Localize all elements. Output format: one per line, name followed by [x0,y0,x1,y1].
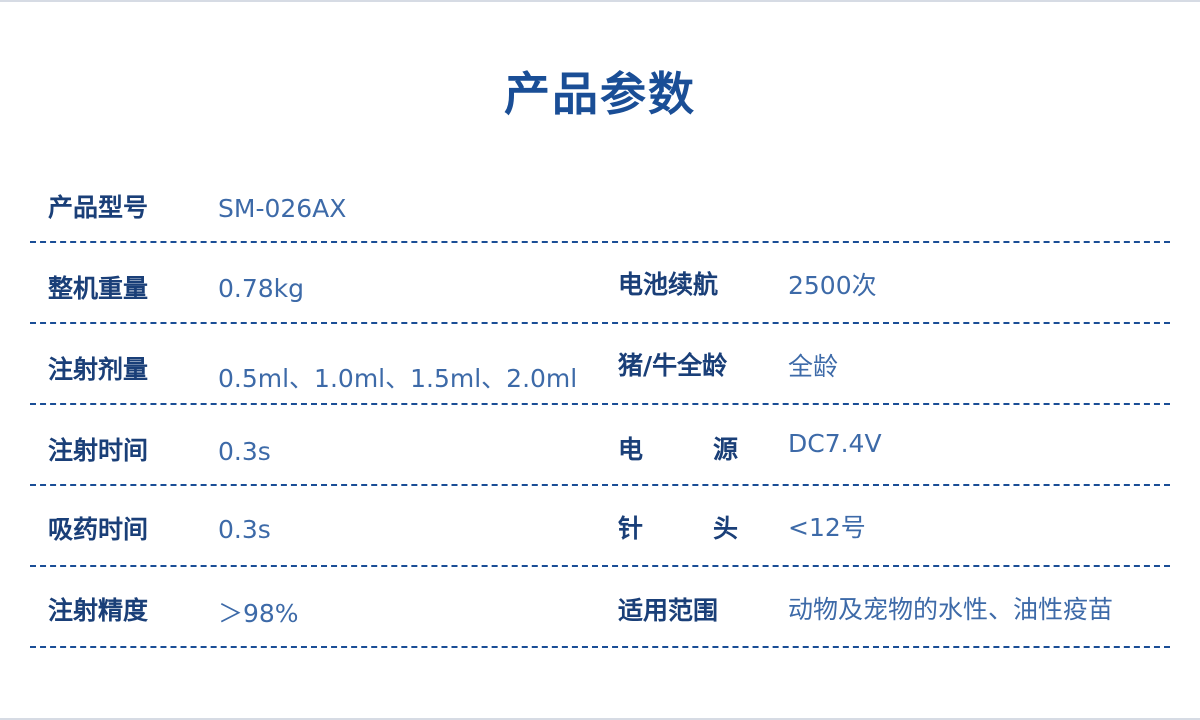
spec-label-weight: 整机重量 [48,274,149,303]
spec-label-age: 猪/牛全龄 [618,351,728,380]
spec-label-battery: 电池续航 [618,270,719,299]
spec-value-battery: 2500次 [788,271,877,300]
spec-value-age: 全龄 [788,352,839,381]
spec-value-dose: 0.5ml、1.0ml、1.5ml、2.0ml [218,364,578,393]
spec-label-needle-char-2: 头 [712,514,738,543]
spec-label-needle: 针 头 [618,509,738,545]
spec-label-model: 产品型号 [48,193,149,222]
spec-row-inject-time: 注射时间 0.3s 电 源 DC7.4V [30,403,1170,486]
spec-label-power: 电 源 [618,430,738,466]
spec-row-precision: 注射精度 ＞98% 适用范围 动物及宠物的水性、油性疫苗 [30,565,1170,648]
spec-value-weight: 0.78kg [218,274,305,303]
spec-label-draw-time: 吸药时间 [48,515,149,544]
spec-label-inject-time: 注射时间 [48,436,149,465]
spec-row-draw-time: 吸药时间 0.3s 针 头 <12号 [30,484,1170,567]
spec-value-precision: ＞98% [218,599,299,628]
spec-label-power-char-2: 源 [712,435,738,464]
spec-label-power-char-1: 电 [618,435,644,464]
spec-label-dose: 注射剂量 [48,355,149,384]
spec-value-scope: 动物及宠物的水性、油性疫苗 [788,595,1114,624]
bottom-border [0,718,1200,720]
spec-label-scope: 适用范围 [618,596,719,625]
spec-value-model: SM-026AX [218,194,347,223]
top-border [0,0,1200,2]
spec-value-needle: <12号 [788,513,866,542]
spec-value-inject-time: 0.3s [218,437,271,466]
spec-row-model: 产品型号 SM-026AX [30,160,1170,243]
spec-label-needle-char-1: 针 [618,514,644,543]
spec-value-power: DC7.4V [788,429,882,458]
spec-value-draw-time: 0.3s [218,515,271,544]
spec-row-weight: 整机重量 0.78kg 电池续航 2500次 [30,241,1170,324]
page-title: 产品参数 [504,67,696,121]
spec-row-dose: 注射剂量 0.5ml、1.0ml、1.5ml、2.0ml 猪/牛全龄 全龄 [30,322,1170,405]
spec-label-precision: 注射精度 [48,596,149,625]
